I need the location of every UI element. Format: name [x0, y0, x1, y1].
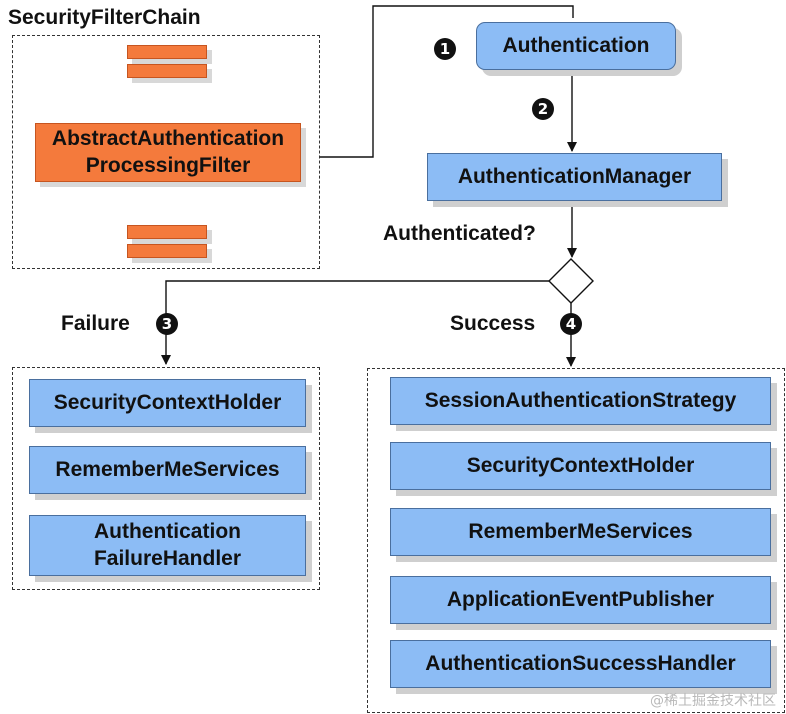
filter-bar-2: [127, 64, 207, 78]
authentication-success-handler: AuthenticationSuccessHandler: [390, 640, 771, 688]
authentication-failure-handler-label: Authentication FailureHandler: [93, 520, 242, 570]
abstract-authentication-processing-filter: AbstractAuthentication ProcessingFilter: [35, 123, 301, 182]
step-2-badge: 2: [532, 98, 554, 120]
success-security-context-holder: SecurityContextHolder: [390, 442, 771, 490]
filter-chain-title: SecurityFilterChain: [8, 6, 201, 29]
step-4-badge: 4: [560, 313, 582, 335]
step-3-badge: 3: [156, 313, 178, 335]
filter-bar-4: [127, 244, 207, 258]
filter-bar-3: [127, 225, 207, 239]
authentication-manager-box: AuthenticationManager: [427, 153, 722, 201]
filter-bar-1: [127, 45, 207, 59]
authentication-box: Authentication: [476, 22, 676, 70]
authentication-failure-handler: Authentication FailureHandler: [29, 515, 306, 576]
success-label: Success: [450, 312, 536, 335]
failure-remember-me-services: RememberMeServices: [29, 446, 306, 494]
session-authentication-strategy: SessionAuthenticationStrategy: [390, 377, 771, 425]
application-event-publisher: ApplicationEventPublisher: [390, 576, 771, 624]
success-remember-me-services: RememberMeServices: [390, 508, 771, 556]
decision-diamond: [548, 258, 594, 304]
authenticated-question: Authenticated?: [383, 222, 536, 245]
step-1-badge: 1: [434, 38, 456, 60]
filter-label: AbstractAuthentication ProcessingFilter: [51, 127, 285, 177]
watermark: @稀土掘金技术社区: [650, 693, 776, 709]
failure-label: Failure: [61, 312, 130, 335]
filter-to-authentication-line: [300, 5, 574, 158]
failure-arrow: [161, 280, 549, 365]
failure-security-context-holder: SecurityContextHolder: [29, 379, 306, 427]
